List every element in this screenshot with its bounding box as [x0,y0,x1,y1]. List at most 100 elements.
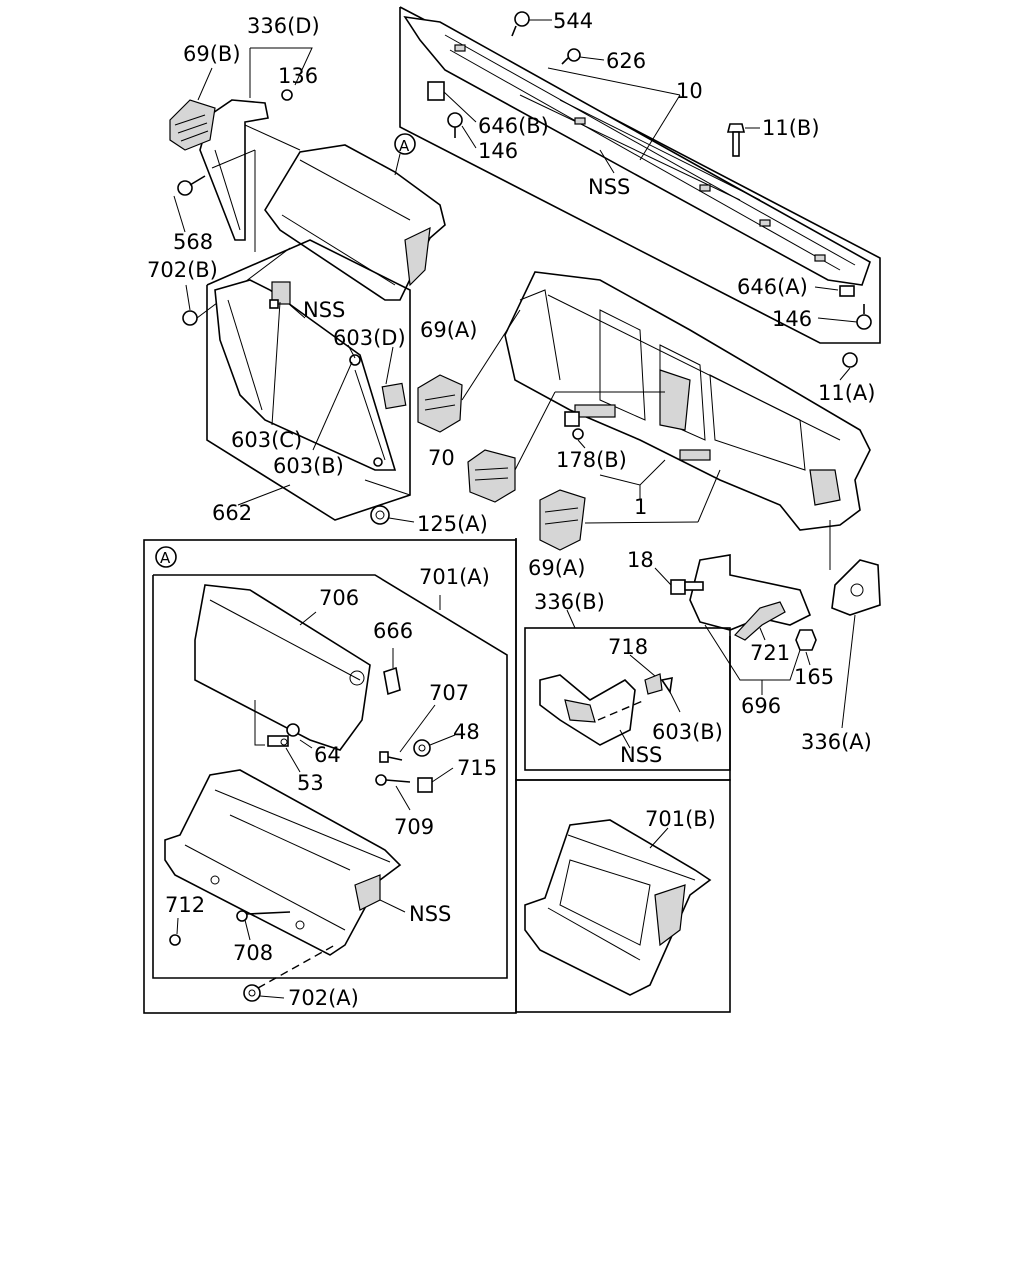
bolt-11b [726,123,746,157]
label-53: 53 [297,771,324,795]
label-718: 718 [608,635,648,659]
upper-pad-frame [399,6,881,344]
label-69b: 69(B) [183,42,241,66]
inset-a-group [143,539,517,1014]
lid-panel-part [214,279,397,471]
label-666: 666 [373,619,413,643]
glove-box-701b-part [524,819,712,996]
label-707: 707 [429,681,469,705]
side-cap-336a-part [831,559,881,616]
marker-a-circle-inset [155,546,177,568]
upper-pad-assembly-group [399,6,881,381]
screw-146-lower [856,304,872,330]
label-708: 708 [233,941,273,965]
clip-136 [281,89,293,101]
label-603d: 603(D) [333,326,406,350]
label-11a: 11(A) [818,381,875,405]
grommet-48 [413,739,431,757]
screw-626 [561,48,581,65]
left-side-trim-group [169,47,313,252]
nut-11a [842,352,858,368]
clip-178b [564,411,584,440]
screw-568 [177,175,206,196]
label-178b: 178(B) [556,448,627,472]
pin-707 [379,751,403,763]
lock-666-part [383,666,401,696]
label-69a-upper: 69(A) [420,318,477,342]
label-646b: 646(B) [478,114,549,138]
label-712: 712 [165,893,205,917]
label-603c: 603(C) [231,428,302,452]
right-side-trim-group [654,520,881,729]
label-146-upper: 146 [478,139,518,163]
clip-603c-part [271,281,291,305]
label-nss-left: NSS [303,298,345,322]
vent-69b-part [169,99,216,151]
label-603b-left: 603(B) [273,454,344,478]
instrument-panel-group [417,271,871,551]
clip-603b-right-part [660,676,673,695]
nut-702b [182,310,198,326]
label-336b: 336(B) [534,590,605,614]
clip-646b [427,81,445,101]
vent-70-part [467,449,516,503]
label-11b: 11(B) [762,116,820,140]
label-662: 662 [212,501,252,525]
clip-603b-part [349,354,361,366]
label-702a: 702(A) [288,986,359,1010]
label-709: 709 [394,815,434,839]
inset-a-inner-frame [152,574,508,979]
latch-715 [417,777,433,793]
lid-706-part [194,584,371,751]
screw-544 [511,11,530,37]
glove-box-upper-part [264,144,446,301]
clip-646a [839,285,855,297]
vent-69a-lower-part [539,489,586,551]
label-48: 48 [453,720,480,744]
nut-702a [243,984,261,1002]
screw-709 [375,774,411,786]
glove-box-701b-group [515,779,731,1013]
label-64: 64 [314,743,341,767]
glove-box-upper-group [182,133,446,326]
bracket-53 [267,735,289,747]
label-336a: 336(A) [801,730,872,754]
label-706: 706 [319,586,359,610]
label-10: 10 [676,79,703,103]
label-603b-right: 603(B) [652,720,723,744]
lid-panel-662-group [206,239,415,525]
label-nss-inset: NSS [409,902,451,926]
bolt-18 [670,579,704,595]
label-701a: 701(A) [419,565,490,589]
label-nss-right: NSS [620,743,662,767]
label-336d: 336(D) [247,14,320,38]
label-125a: 125(A) [417,512,488,536]
label-568: 568 [173,230,213,254]
label-136: 136 [278,64,318,88]
screw-708 [236,910,291,922]
callout-labels: 544 626 10 646(B) 146 11(B) NSS 336(D) 6… [147,9,875,1010]
glove-box-701b-frame [515,779,731,1013]
trim-336b-frame [524,627,731,771]
nut-165 [795,629,817,651]
pad-603d-part [381,382,407,410]
label-646a: 646(A) [737,275,808,299]
glove-box-701a-part [164,769,402,956]
label-70: 70 [428,446,455,470]
fastener-125a [370,505,390,525]
label-701b: 701(B) [645,807,716,831]
label-a-top: A [399,137,410,155]
label-696: 696 [741,694,781,718]
label-nss-top: NSS [588,175,630,199]
clip-712 [169,934,181,946]
label-18: 18 [627,548,654,572]
vent-69a-upper-part [417,374,463,433]
inset-a-outer-frame [143,539,517,1014]
label-715: 715 [457,756,497,780]
pad-718-part [644,673,663,695]
screw-146-upper [447,112,463,138]
label-702b: 702(B) [147,258,218,282]
label-544: 544 [553,9,593,33]
marker-a-circle-top [394,133,416,155]
